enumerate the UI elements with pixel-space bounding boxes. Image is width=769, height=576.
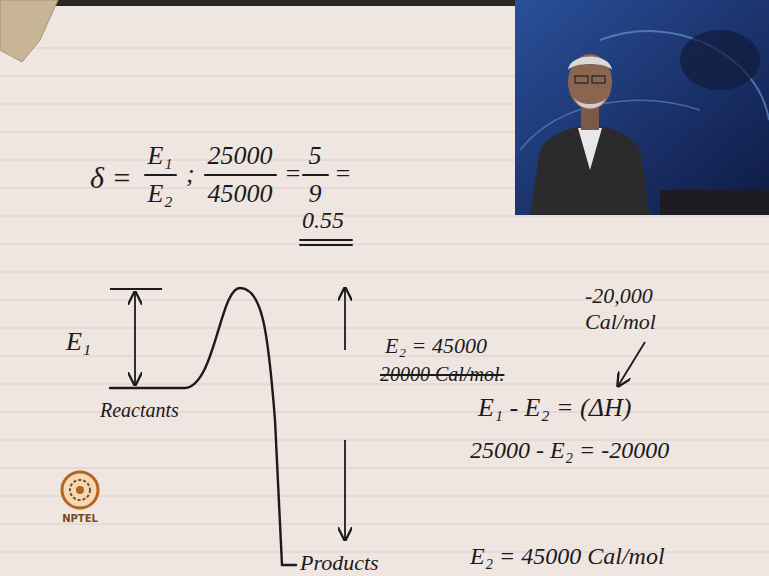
denominator: 45000 bbox=[208, 178, 273, 209]
equals-sign: = bbox=[334, 158, 352, 189]
pointer-arrow bbox=[618, 342, 645, 386]
paper-corner bbox=[0, 0, 58, 62]
separator: ; bbox=[186, 158, 195, 189]
products-label: Products bbox=[300, 550, 379, 576]
up-arrow bbox=[344, 288, 346, 350]
equals-sign: = bbox=[284, 158, 302, 189]
struck-value: 20000 Cal/mol. bbox=[380, 362, 504, 386]
numerator: 25000 bbox=[208, 140, 273, 171]
energy-value: E₂ = 45000 bbox=[385, 333, 487, 359]
down-arrow bbox=[344, 440, 346, 540]
reactants-label: Reactants bbox=[100, 398, 179, 422]
energy-curve bbox=[110, 288, 296, 565]
numerator: 5 bbox=[309, 140, 322, 171]
nptel-logo bbox=[62, 472, 98, 508]
fraction-bars bbox=[145, 175, 352, 245]
numerator: E₁ bbox=[148, 140, 173, 171]
delta-symbol: δ = bbox=[90, 160, 132, 196]
logo-text: NPTEL bbox=[62, 513, 98, 525]
activation-energy-label: E₁ bbox=[66, 326, 91, 357]
result-equation: E₂ = 45000 Cal/mol bbox=[470, 542, 665, 571]
video-inset bbox=[515, 0, 769, 215]
enthalpy-value: -20,000 Cal/mol bbox=[585, 283, 695, 336]
denominator: E₂ bbox=[148, 178, 173, 209]
equation: 25000 - E₂ = -20000 bbox=[470, 436, 669, 465]
result-value: 0.55 bbox=[302, 206, 344, 235]
tick-line bbox=[110, 288, 162, 290]
denominator: 9 bbox=[309, 178, 322, 209]
activation-arrow bbox=[134, 292, 136, 385]
equation: E₁ - E₂ = (ΔH) bbox=[478, 392, 631, 423]
